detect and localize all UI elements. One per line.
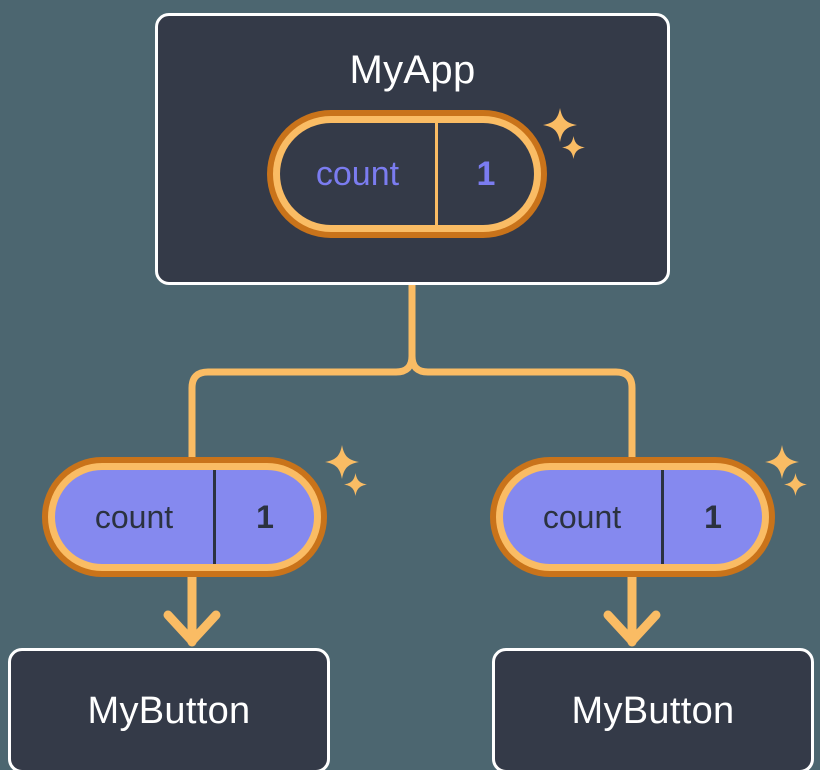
state-pill-ring: count 1 — [273, 116, 541, 232]
state-pill-value: 1 — [434, 123, 534, 225]
mybutton-box-right: MyButton — [492, 648, 814, 770]
state-pill-key: count — [542, 498, 622, 535]
state-pill-key: count — [315, 154, 400, 193]
state-pill-ring: count 1 — [496, 463, 769, 571]
state-pill-myapp: count 1 — [267, 110, 547, 238]
arrow-head-right-icon — [603, 610, 661, 646]
sparkle-small-icon — [784, 473, 807, 496]
state-pill-ring: count 1 — [48, 463, 321, 571]
sparkle-small-icon — [344, 473, 367, 496]
page-title: MyApp — [349, 48, 476, 92]
sparkle-large-icon — [325, 445, 359, 479]
state-pill-value: 1 — [212, 470, 314, 564]
connector-trunk-and-split — [188, 281, 416, 462]
connector-branch-right — [408, 352, 636, 462]
state-pill-right: count 1 — [490, 457, 775, 577]
state-pill-body: count 1 — [55, 470, 314, 564]
state-pill-left: count 1 — [42, 457, 327, 577]
mybutton-label: MyButton — [87, 689, 251, 732]
state-pill-body: count 1 — [503, 470, 762, 564]
arrow-head-left-icon — [163, 610, 221, 646]
state-pill-key: count — [94, 498, 174, 535]
state-pill-body: count 1 — [280, 123, 534, 225]
sparkle-large-icon — [765, 445, 799, 479]
mybutton-label: MyButton — [571, 689, 735, 732]
state-pill-value: 1 — [660, 470, 762, 564]
mybutton-box-left: MyButton — [8, 648, 330, 770]
